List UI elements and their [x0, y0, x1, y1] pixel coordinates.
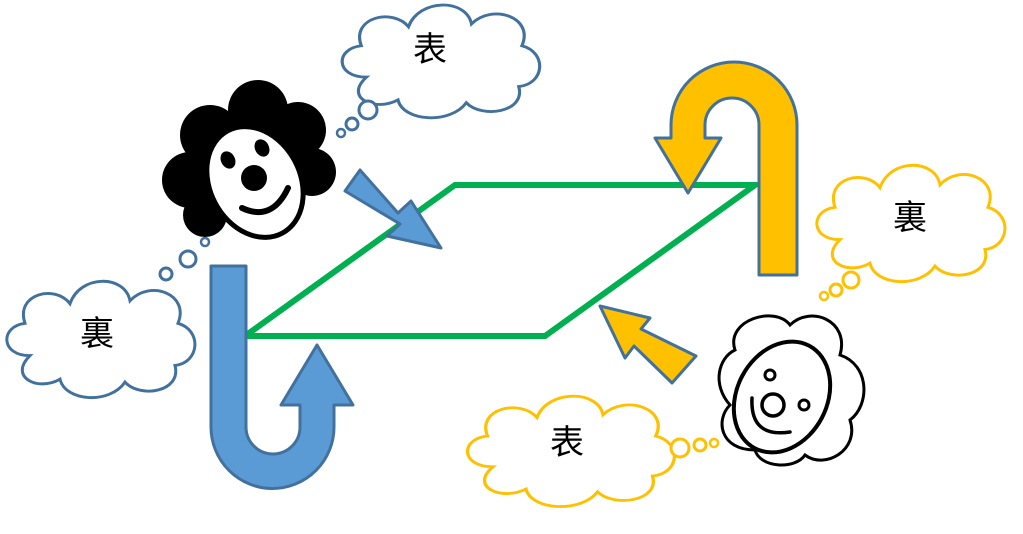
orange-hook-arrow: [653, 60, 799, 277]
clown-face-outline-icon: [717, 314, 866, 467]
cloud-label-bottom: 表: [550, 423, 584, 463]
parallelogram-shape: [235, 182, 765, 339]
blue-uturn-arrow: [209, 264, 355, 490]
thought-cloud-top-left: 表: [335, 3, 542, 139]
cloud-label-left: 裏: [80, 314, 114, 354]
cloud-label-right: 裏: [893, 198, 927, 238]
cloud-label-top-left: 表: [413, 30, 447, 70]
orange-diagonal-arrow: [598, 304, 698, 385]
thought-cloud-right: 裏: [815, 163, 1007, 302]
thought-cloud-left: 裏: [5, 236, 211, 400]
thought-cloud-bottom: 表: [465, 394, 720, 509]
clown-face-black-icon: [162, 80, 336, 240]
blue-diagonal-arrow: [343, 168, 443, 250]
